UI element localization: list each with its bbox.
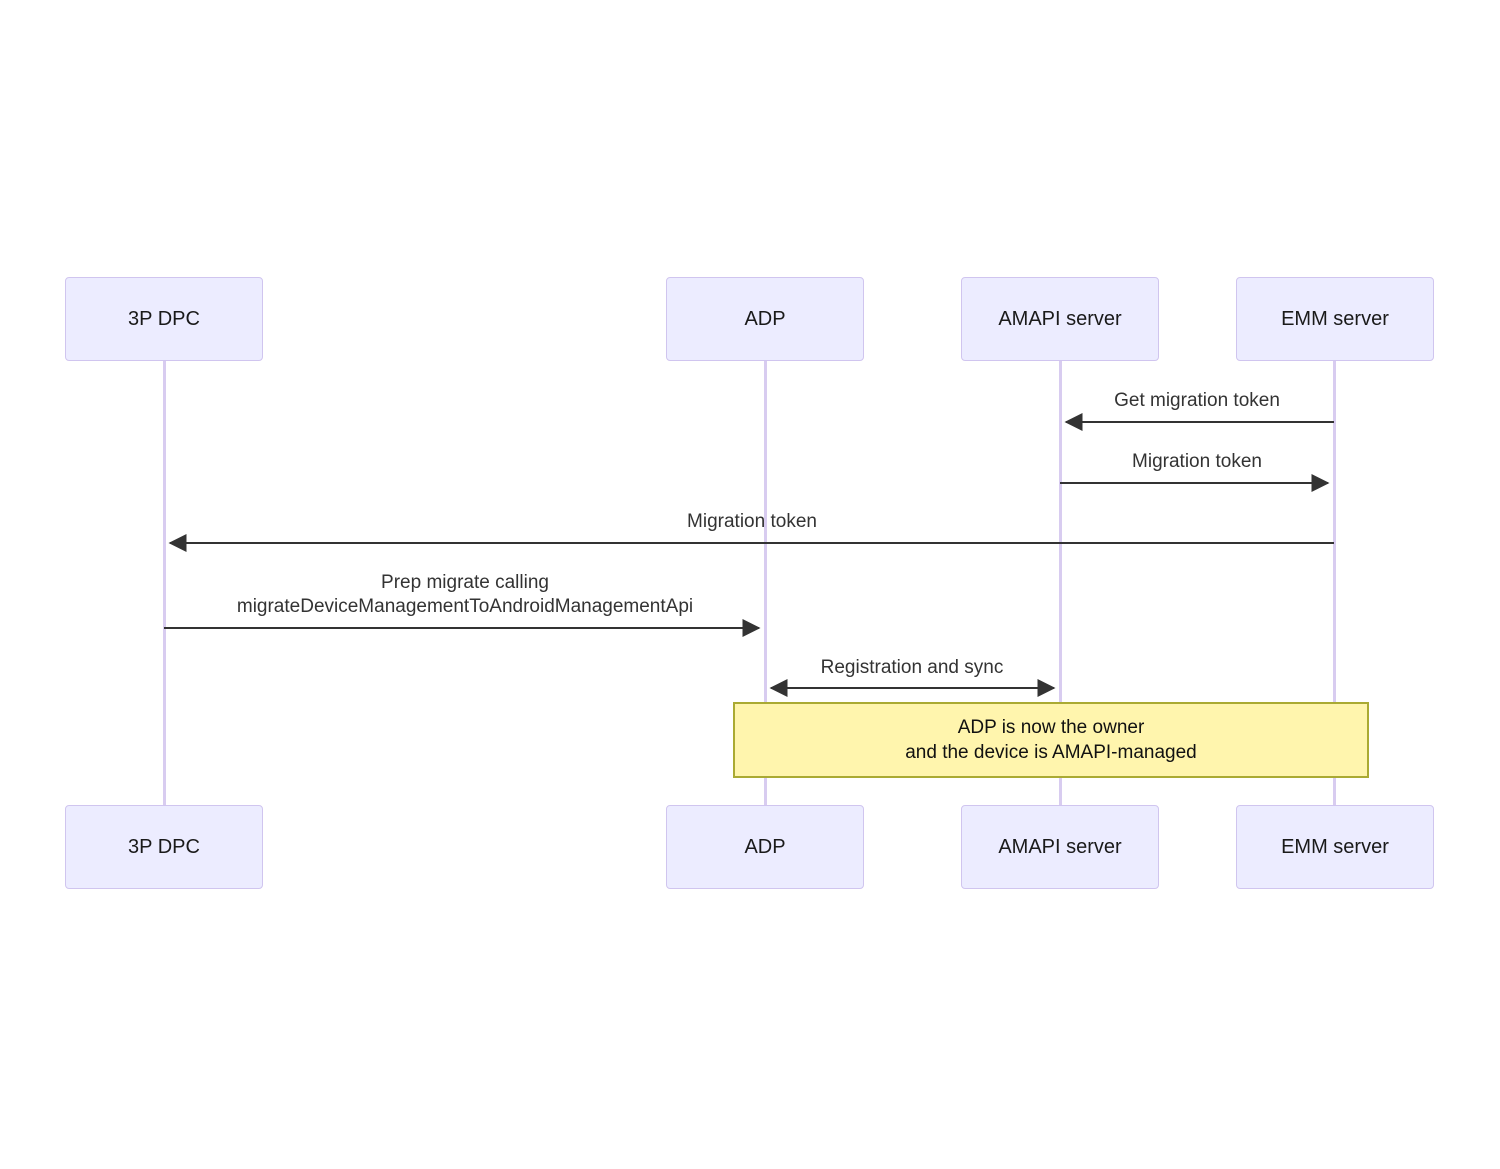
message-label-get-migration-token: Get migration token <box>1114 390 1280 411</box>
note-line1: ADP is now the owner <box>957 717 1145 738</box>
actor-top-adp: ADP <box>666 277 864 361</box>
message-label-prep-migrate-line1: Prep migrate calling <box>381 572 549 593</box>
actor-bottom-adp: ADP <box>666 805 864 889</box>
message-label-registration-and-sync: Registration and sync <box>820 657 1004 678</box>
actor-label: EMM server <box>1281 307 1389 330</box>
actor-top-3p-dpc: 3P DPC <box>65 277 263 361</box>
lifeline-emm-server <box>1333 361 1336 805</box>
actor-label: EMM server <box>1281 835 1389 858</box>
lifeline-amapi-server <box>1059 361 1062 805</box>
actor-label: ADP <box>744 307 786 330</box>
actor-bottom-3p-dpc: 3P DPC <box>65 805 263 889</box>
lifeline-adp <box>764 361 767 805</box>
actor-bottom-amapi-server: AMAPI server <box>961 805 1159 889</box>
note-line2: and the device is AMAPI-managed <box>905 742 1197 763</box>
actor-label: AMAPI server <box>998 307 1122 330</box>
actor-label: AMAPI server <box>998 835 1122 858</box>
actor-label: ADP <box>744 835 786 858</box>
actor-top-emm-server: EMM server <box>1236 277 1434 361</box>
actor-label: 3P DPC <box>128 835 200 858</box>
actor-label: 3P DPC <box>128 307 200 330</box>
message-label-migration-token-1: Migration token <box>1132 451 1262 472</box>
lifeline-3p-dpc <box>163 361 166 805</box>
note-adp-owner: ADP is now the owner and the device is A… <box>733 702 1369 778</box>
actor-bottom-emm-server: EMM server <box>1236 805 1434 889</box>
message-label-prep-migrate-line2: migrateDeviceManagementToAndroidManageme… <box>236 596 694 617</box>
message-label-prep-migrate: Prep migrate calling migrateDeviceManage… <box>237 571 693 619</box>
message-label-migration-token-2: Migration token <box>687 511 817 532</box>
actor-top-amapi-server: AMAPI server <box>961 277 1159 361</box>
